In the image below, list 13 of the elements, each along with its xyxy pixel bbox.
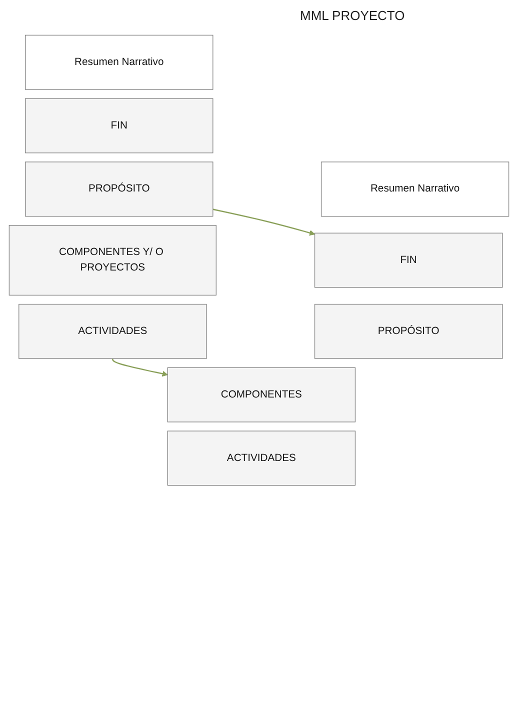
column-title: MML PROYECTO [300,8,405,23]
node-box: Resumen Narrativo [25,34,214,90]
node-box: COMPONENTES [167,367,356,422]
node-box: ACTIVIDADES [167,430,356,486]
node-box: COMPONENTES Y/ O PROYECTOS [8,225,216,296]
arrow [212,208,316,236]
node-box: FIN [25,98,214,154]
node-box: ACTIVIDADES [18,304,207,359]
node-box: PROPÓSITO [314,304,503,359]
node-box: Resumen Narrativo [320,162,510,217]
node-box: PROPÓSITO [25,162,214,217]
arrow [112,358,168,377]
node-box: FIN [314,232,503,288]
